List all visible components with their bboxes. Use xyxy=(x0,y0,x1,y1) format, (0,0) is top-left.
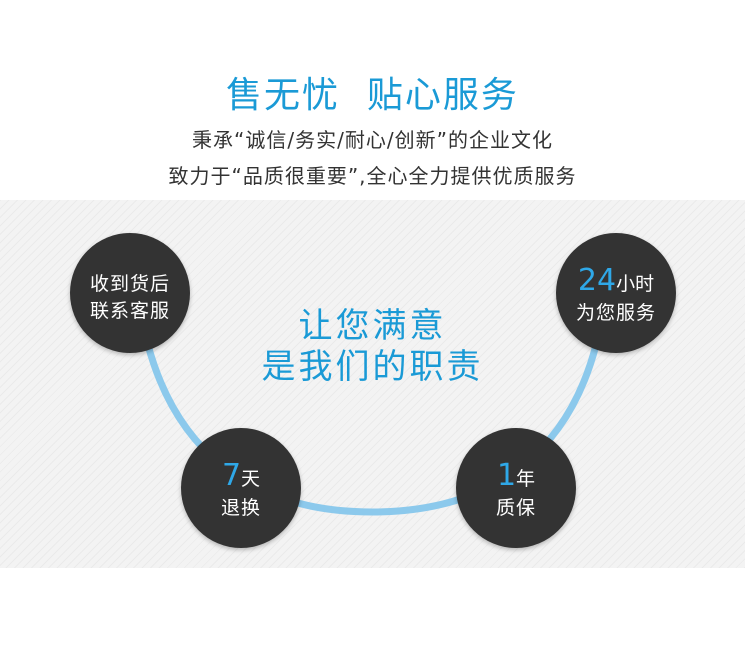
service-24h-circle: 24小时 为您服务 xyxy=(556,233,676,353)
circle-unit: 小时 xyxy=(616,273,655,295)
slogan-line-2: 是我们的职责 xyxy=(261,347,484,387)
circle-caption: 为您服务 xyxy=(575,302,656,324)
return-7-day-circle: 7天 退换 xyxy=(181,428,301,548)
subtitle-quality: 致力于“品质很重要”,全心全力提供优质服务 xyxy=(168,164,577,188)
circle-number: 7 xyxy=(221,458,242,493)
circle-unit: 天 xyxy=(241,468,261,490)
circle-headline: 24小时 xyxy=(556,263,676,298)
warranty-1-year-circle: 1年 质保 xyxy=(456,428,576,548)
circle-caption: 退换 xyxy=(220,497,261,519)
circle-number: 24 xyxy=(577,263,617,298)
circle-caption: 质保 xyxy=(495,497,536,519)
page-title: 售无忧 贴心服务 xyxy=(226,75,519,116)
subtitle-culture: 秉承“诚信/务实/耐心/创新”的企业文化 xyxy=(192,128,553,152)
circle-unit: 年 xyxy=(516,468,536,490)
circle-headline: 7天 xyxy=(181,458,301,493)
slogan-line-1: 让您满意 xyxy=(298,306,447,346)
circle-text-line-1: 收到货后 xyxy=(89,273,170,295)
circle-text-line-2: 联系客服 xyxy=(89,300,170,322)
circle-number: 1 xyxy=(496,458,517,493)
contact-service-circle: 收到货后 联系客服 xyxy=(70,233,190,353)
circle-headline: 1年 xyxy=(456,458,576,493)
header-section: 售无忧 贴心服务 秉承“诚信/务实/耐心/创新”的企业文化 致力于“品质很重要”… xyxy=(0,0,745,200)
